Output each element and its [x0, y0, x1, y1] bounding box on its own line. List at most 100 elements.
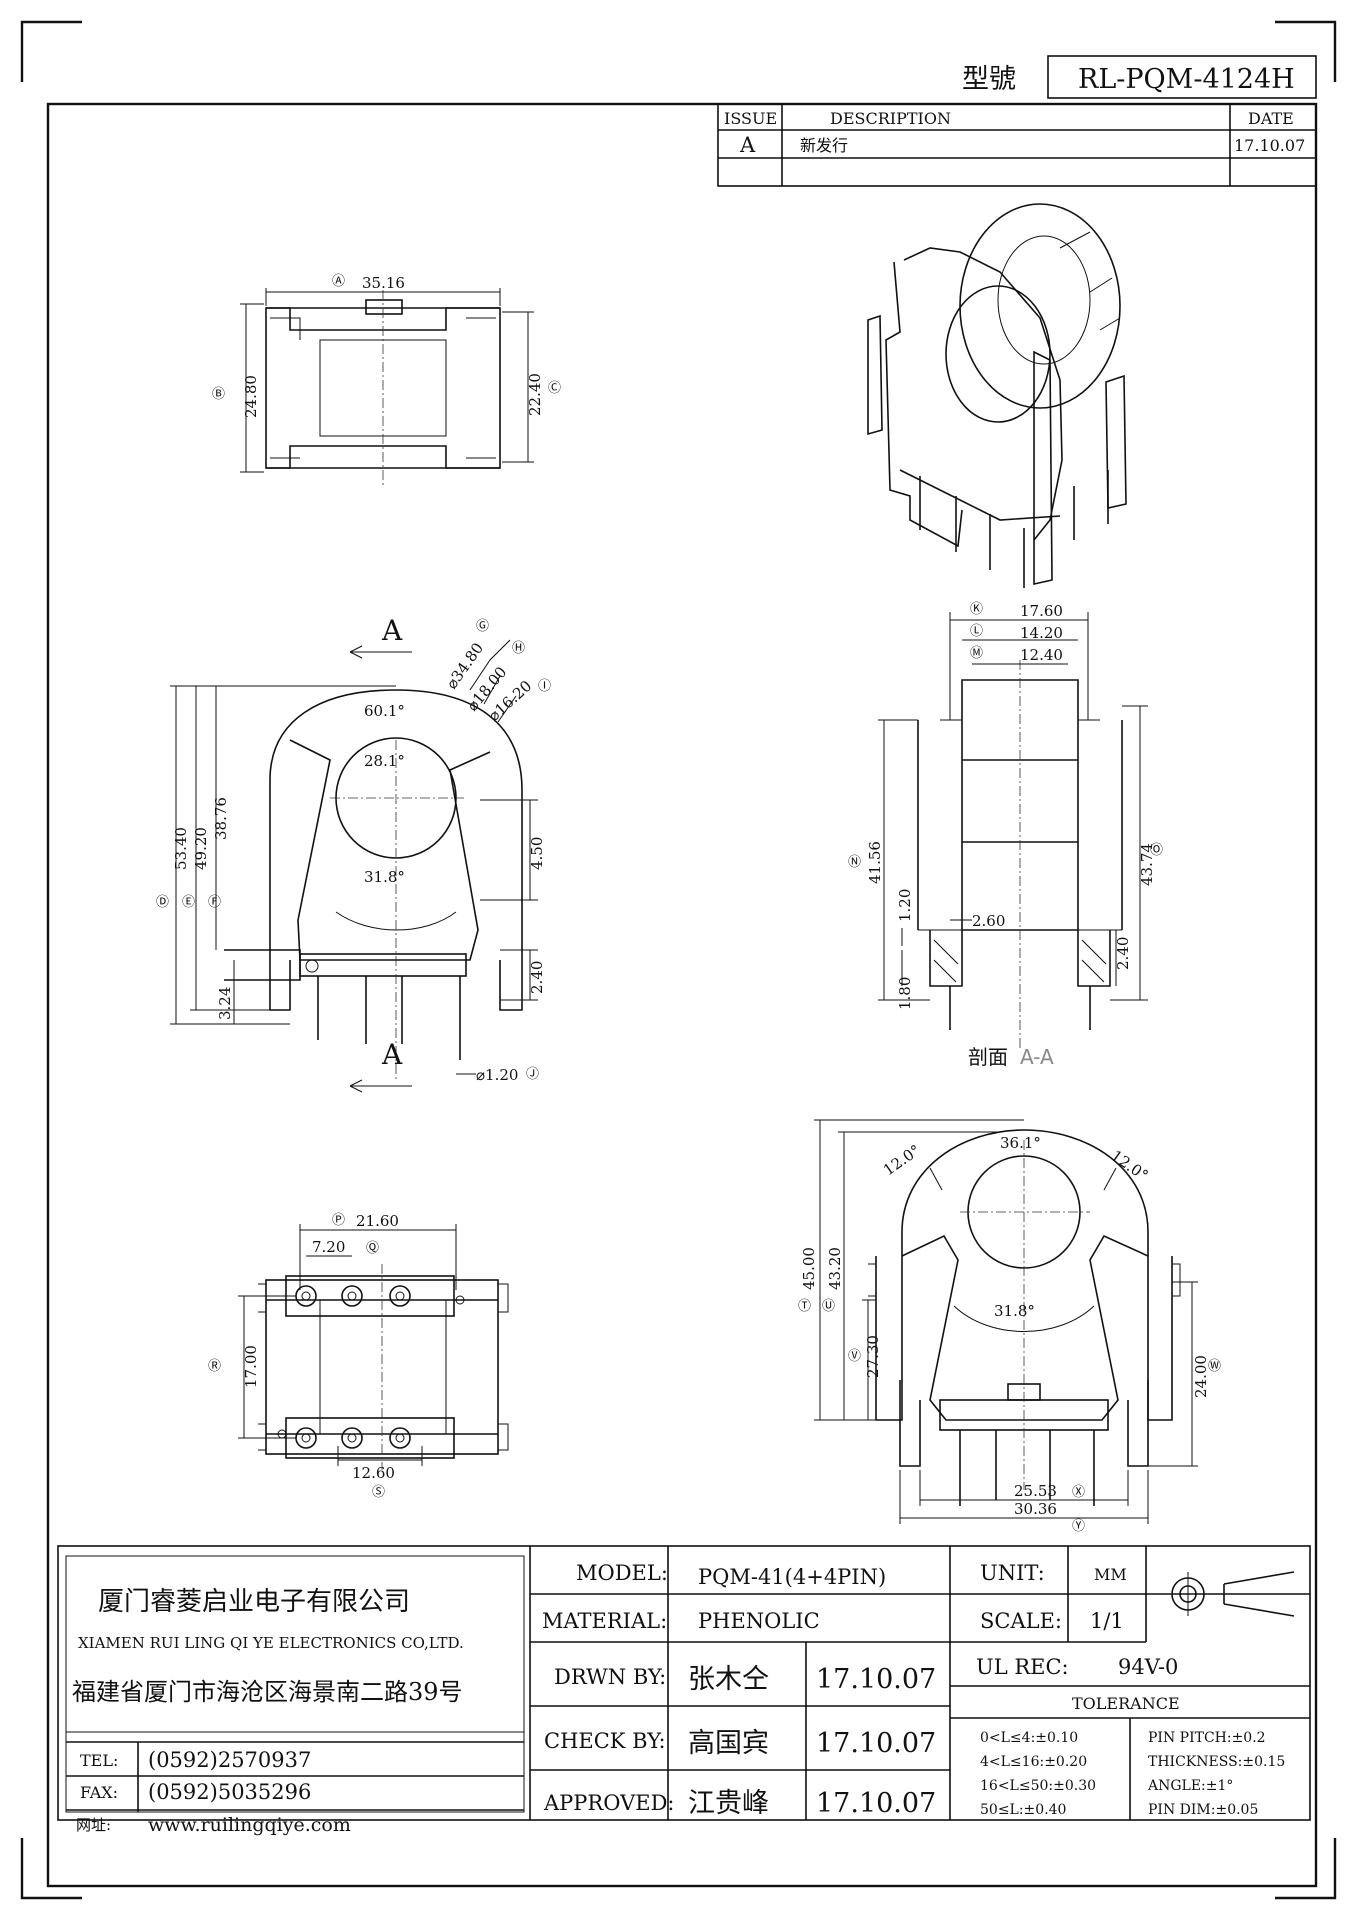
- dim-c-value: 22.40: [526, 373, 544, 416]
- check-label: CHECK BY:: [544, 1729, 666, 1753]
- ul-value: 94V-0: [1118, 1655, 1178, 1679]
- revision-header-issue: ISSUE: [724, 109, 777, 128]
- dim-c-label: Ⓒ: [548, 381, 561, 396]
- material-value: PHENOLIC: [698, 1609, 820, 1633]
- tel-label: TEL:: [80, 1751, 118, 1770]
- web-label: 网址:: [76, 1816, 111, 1834]
- drawn-date: 17.10.07: [816, 1664, 936, 1695]
- dim-y-label: Ⓨ: [1072, 1519, 1085, 1534]
- dim-u-label: Ⓤ: [822, 1299, 835, 1314]
- tolerance-label: TOLERANCE: [1072, 1694, 1180, 1713]
- dim-f-value: 38.76: [212, 797, 230, 840]
- model-header: 型號 RL-PQM-4124H: [962, 55, 1317, 99]
- dim-y-value: 30.36: [1014, 1500, 1057, 1518]
- dim-e-value: 49.20: [192, 827, 210, 870]
- revision-table: ISSUE DESCRIPTION DATE A 新发行 17.10.07: [717, 103, 1317, 187]
- scale-value: 1/1: [1090, 1609, 1124, 1633]
- projection-symbol-icon: [1166, 1571, 1296, 1617]
- dim-p-value: 21.60: [356, 1212, 399, 1230]
- rear-angle-top: 36.1°: [1000, 1134, 1041, 1152]
- dim-d4-value: 2.40: [1114, 937, 1132, 970]
- unit-label: UNIT:: [980, 1561, 1045, 1585]
- dim-h-label: Ⓗ: [512, 641, 525, 656]
- model-header-value: RL-PQM-4124H: [1078, 64, 1295, 95]
- dim-d3-value: 1.80: [896, 977, 914, 1010]
- dim-b-label: Ⓑ: [212, 387, 225, 402]
- check-by: 高国宾: [688, 1728, 769, 1759]
- dim-l-label: Ⓛ: [970, 624, 983, 639]
- dim-d-label: Ⓓ: [156, 895, 169, 910]
- rear-angle-bot: 31.8°: [994, 1302, 1035, 1320]
- dim-u-value: 43.20: [826, 1247, 844, 1290]
- drawn-label: DRWN BY:: [554, 1665, 666, 1689]
- isometric-view: [867, 203, 1127, 588]
- front-view: A A ⌀34.80 Ⓖ ⌀18.00 Ⓗ ⌀16.20 Ⓘ 60.1° 28.…: [156, 614, 551, 1093]
- company-en: XIAMEN RUI LING QI YE ELECTRONICS CO,LTD…: [78, 1634, 464, 1652]
- angle-top: 60.1°: [364, 702, 405, 720]
- unit-value: MM: [1094, 1565, 1127, 1584]
- tolerance-right-4: PIN DIM:±0.05: [1148, 1802, 1258, 1818]
- dim-d-value: 53.40: [172, 827, 190, 870]
- model-label: MODEL:: [576, 1561, 668, 1585]
- dim-x-label: Ⓧ: [1072, 1485, 1085, 1500]
- dim-s-value: 12.60: [352, 1464, 395, 1482]
- dim-s-label: Ⓢ: [372, 1485, 385, 1500]
- dim-w-value: 24.00: [1192, 1355, 1210, 1398]
- dim-q-value: 7.20: [312, 1238, 345, 1256]
- section-view: 17.60 Ⓚ 14.20 Ⓛ 12.40 Ⓜ 41.56 Ⓝ 43.74 Ⓞ …: [848, 602, 1163, 1069]
- dim-v-label: Ⓥ: [848, 1349, 861, 1364]
- dim-r-label: Ⓡ: [208, 1359, 221, 1374]
- rear-angle-right: 12.0°: [1108, 1147, 1152, 1185]
- drawn-by: 张木仝: [688, 1664, 769, 1695]
- dim-d1-value: 1.20: [896, 889, 914, 922]
- drawing-frame: [46, 102, 1318, 1888]
- dim-k-label: Ⓚ: [970, 602, 983, 617]
- dim-w-label: Ⓦ: [1208, 1359, 1221, 1374]
- rear-angle-left: 12.0°: [880, 1141, 924, 1179]
- check-date: 17.10.07: [816, 1728, 936, 1759]
- section-mark-bottom: A: [381, 1038, 403, 1071]
- model-value: PQM-41(4+4PIN): [698, 1565, 886, 1589]
- crop-marks: [20, 20, 1337, 1900]
- dim-a-label: Ⓐ: [332, 274, 345, 289]
- model-header-label: 型號: [962, 64, 1016, 95]
- revision-date: 17.10.07: [1234, 136, 1305, 155]
- dim-x-value: 25.53: [1014, 1482, 1057, 1500]
- rear-view: 36.1° 12.0° 12.0° 31.8° 45.00 Ⓣ 43.20 Ⓤ …: [798, 1119, 1221, 1534]
- dim-d2-value: 2.60: [972, 912, 1005, 930]
- angle-mid: 28.1°: [364, 752, 405, 770]
- dim-t-label: Ⓣ: [798, 1299, 811, 1314]
- dim-i-label: Ⓘ: [538, 679, 551, 694]
- scale-label: SCALE:: [980, 1609, 1062, 1633]
- revision-issue: A: [739, 133, 756, 157]
- tolerance-right-2: THICKNESS:±0.15: [1148, 1754, 1285, 1770]
- section-caption: 剖面: [968, 1045, 1008, 1069]
- dim-m-label: Ⓜ: [970, 646, 983, 661]
- dim-h2-value: 2.40: [528, 961, 546, 994]
- dim-m-value: 12.40: [1020, 646, 1063, 664]
- dim-g-label: Ⓖ: [476, 619, 489, 634]
- dim-p-label: Ⓟ: [332, 1213, 345, 1228]
- tolerance-right-3: ANGLE:±1°: [1147, 1778, 1233, 1794]
- ul-label: UL REC:: [976, 1655, 1069, 1679]
- dim-j-value: ⌀1.20: [476, 1066, 518, 1084]
- dim-n-value: 41.56: [866, 841, 884, 884]
- dim-r-value: 17.00: [242, 1345, 260, 1388]
- revision-header-date: DATE: [1248, 109, 1294, 128]
- dim-v-value: 27.30: [864, 1335, 882, 1378]
- dim-l-value: 14.20: [1020, 624, 1063, 642]
- approved-by: 江贵峰: [688, 1788, 769, 1819]
- section-caption-suffix: A-A: [1020, 1045, 1054, 1069]
- approved-date: 17.10.07: [816, 1788, 936, 1819]
- dim-o-label: Ⓞ: [1150, 843, 1163, 858]
- dim-f-label: Ⓕ: [208, 895, 221, 910]
- section-mark-top: A: [381, 614, 403, 647]
- dim-b-value: 24.80: [242, 375, 260, 418]
- dim-k-value: 17.60: [1020, 602, 1063, 620]
- bottom-view: 21.60 Ⓟ 7.20 Ⓠ 17.00 Ⓡ 12.60 Ⓢ: [208, 1212, 509, 1500]
- tolerance-left-3: 16<L≤50:±0.30: [980, 1778, 1096, 1794]
- dim-o-value: 43.74: [1138, 843, 1156, 886]
- tolerance-left-2: 4<L≤16:±0.20: [980, 1754, 1087, 1770]
- company-address: 福建省厦门市海沧区海景南二路39号: [72, 1678, 463, 1706]
